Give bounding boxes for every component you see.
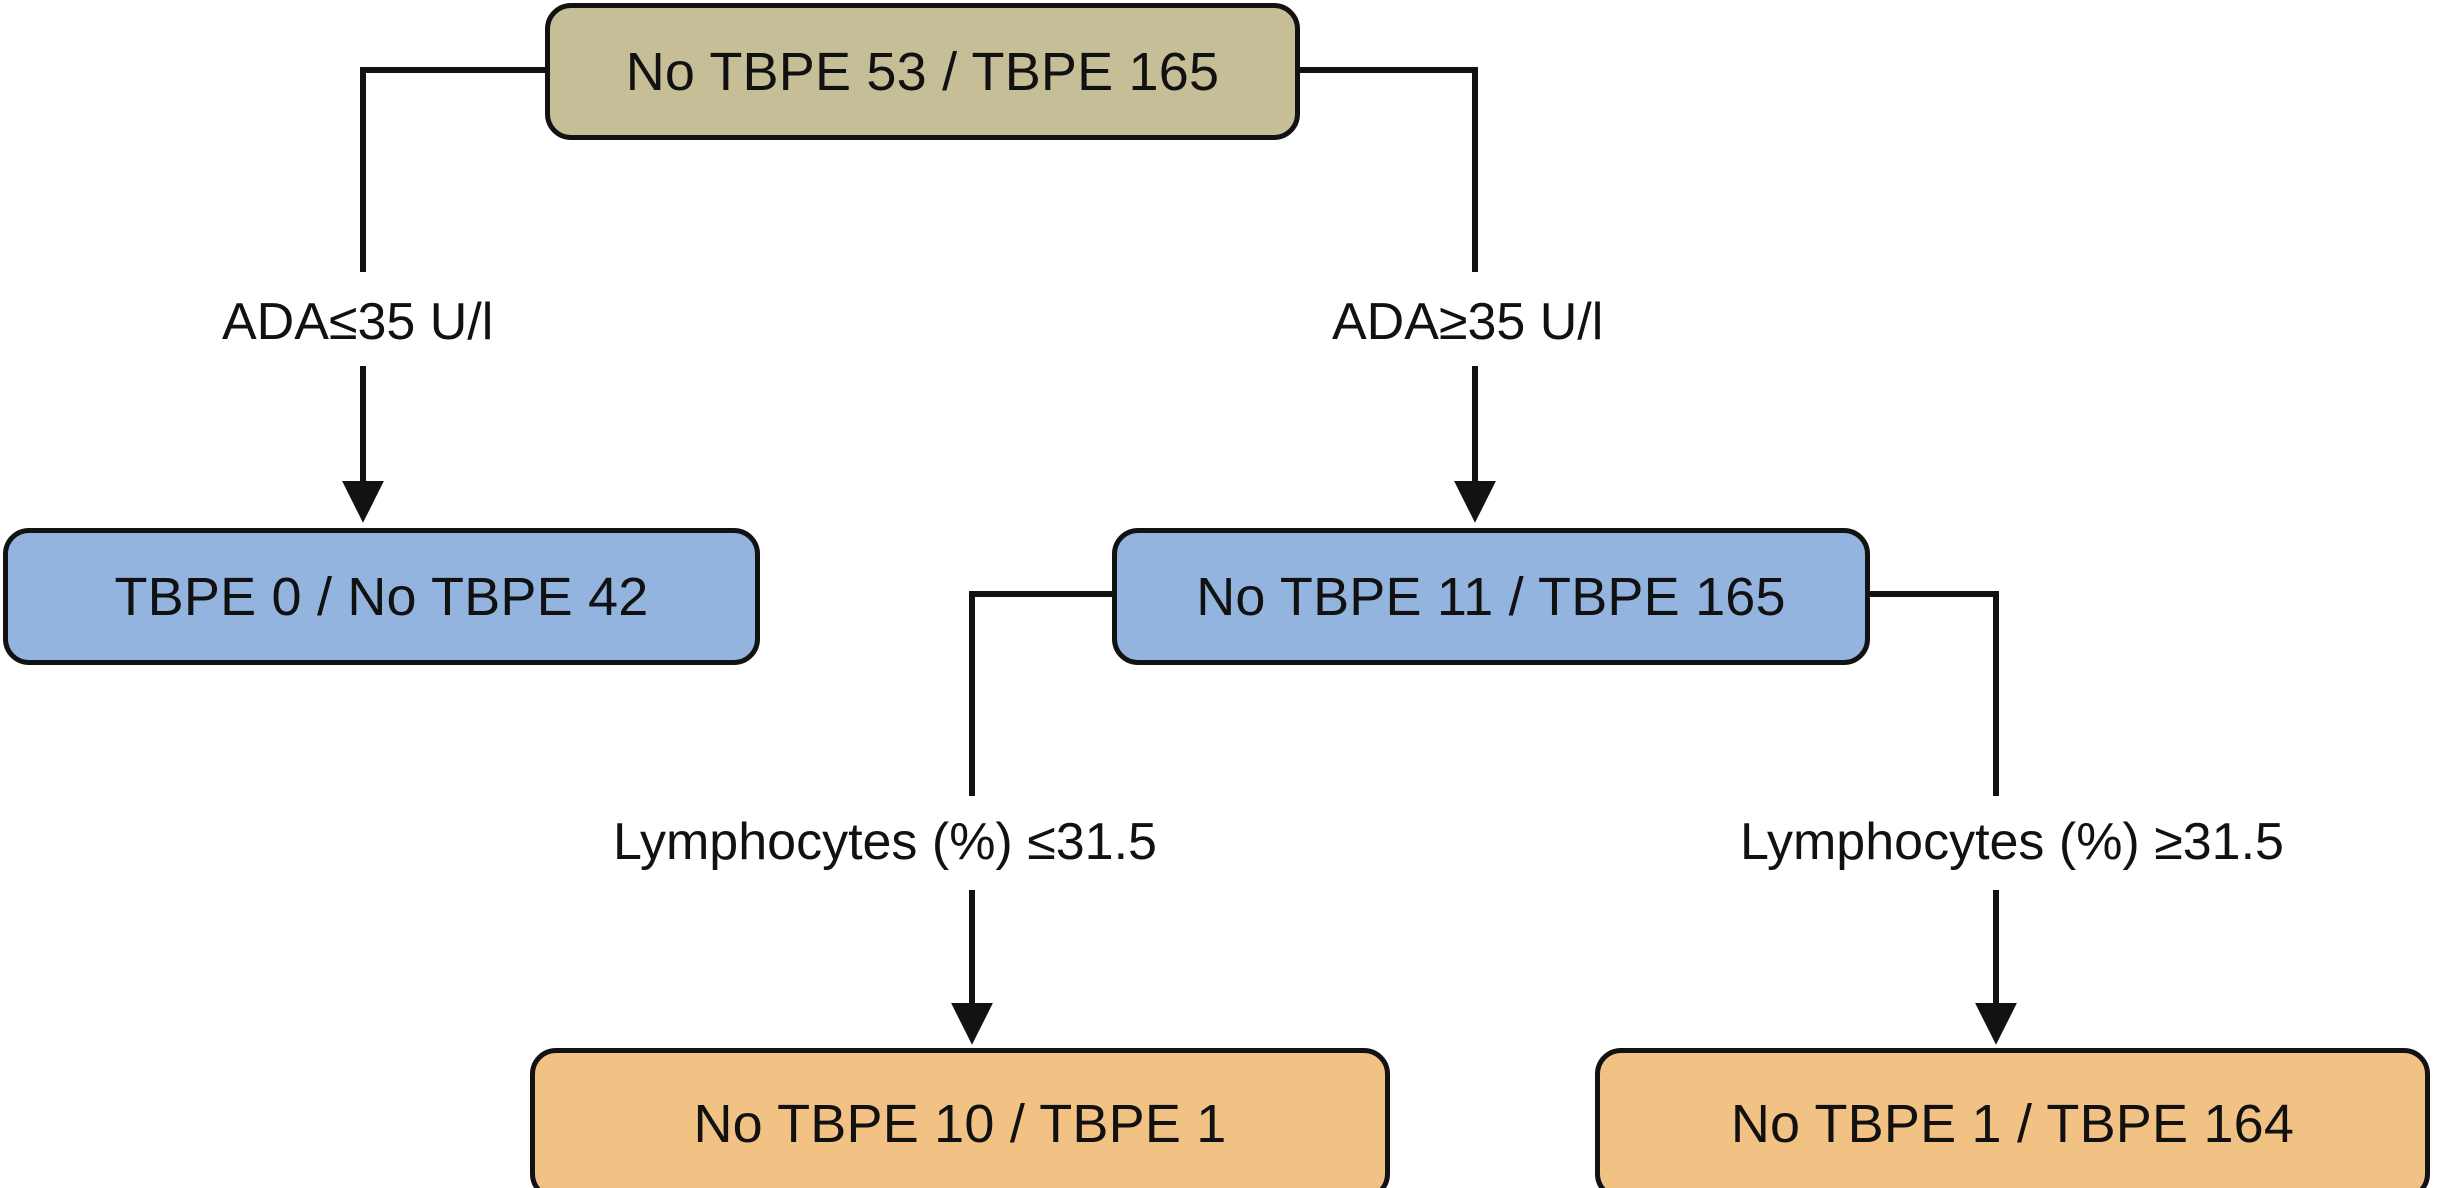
edge-path-ada-high-elbow — [1300, 67, 1478, 272]
node-lymph-high-leaf[interactable]: No TBPE 1 / TBPE 164 — [1595, 1048, 2430, 1188]
edge-label-ada-low: ADA≤35 U/l — [222, 293, 494, 351]
edge-label-lymph-low: Lymphocytes (%) ≤31.5 — [613, 813, 1157, 871]
node-lymph-low-leaf[interactable]: No TBPE 10 / TBPE 1 — [530, 1048, 1390, 1188]
edge-label-lymph-high: Lymphocytes (%) ≥31.5 — [1740, 813, 2284, 871]
edge-label-ada-high: ADA≥35 U/l — [1332, 293, 1604, 351]
node-root[interactable]: No TBPE 53 / TBPE 165 — [545, 3, 1300, 140]
edge-path-lymph-high-elbow — [1870, 591, 1999, 796]
edge-path-ada-low-elbow — [360, 67, 545, 272]
node-ada-high-decision[interactable]: No TBPE 11 / TBPE 165 — [1112, 528, 1870, 665]
node-ada-low-leaf[interactable]: TBPE 0 / No TBPE 42 — [3, 528, 760, 665]
edge-path-lymph-low-elbow — [969, 591, 1112, 796]
